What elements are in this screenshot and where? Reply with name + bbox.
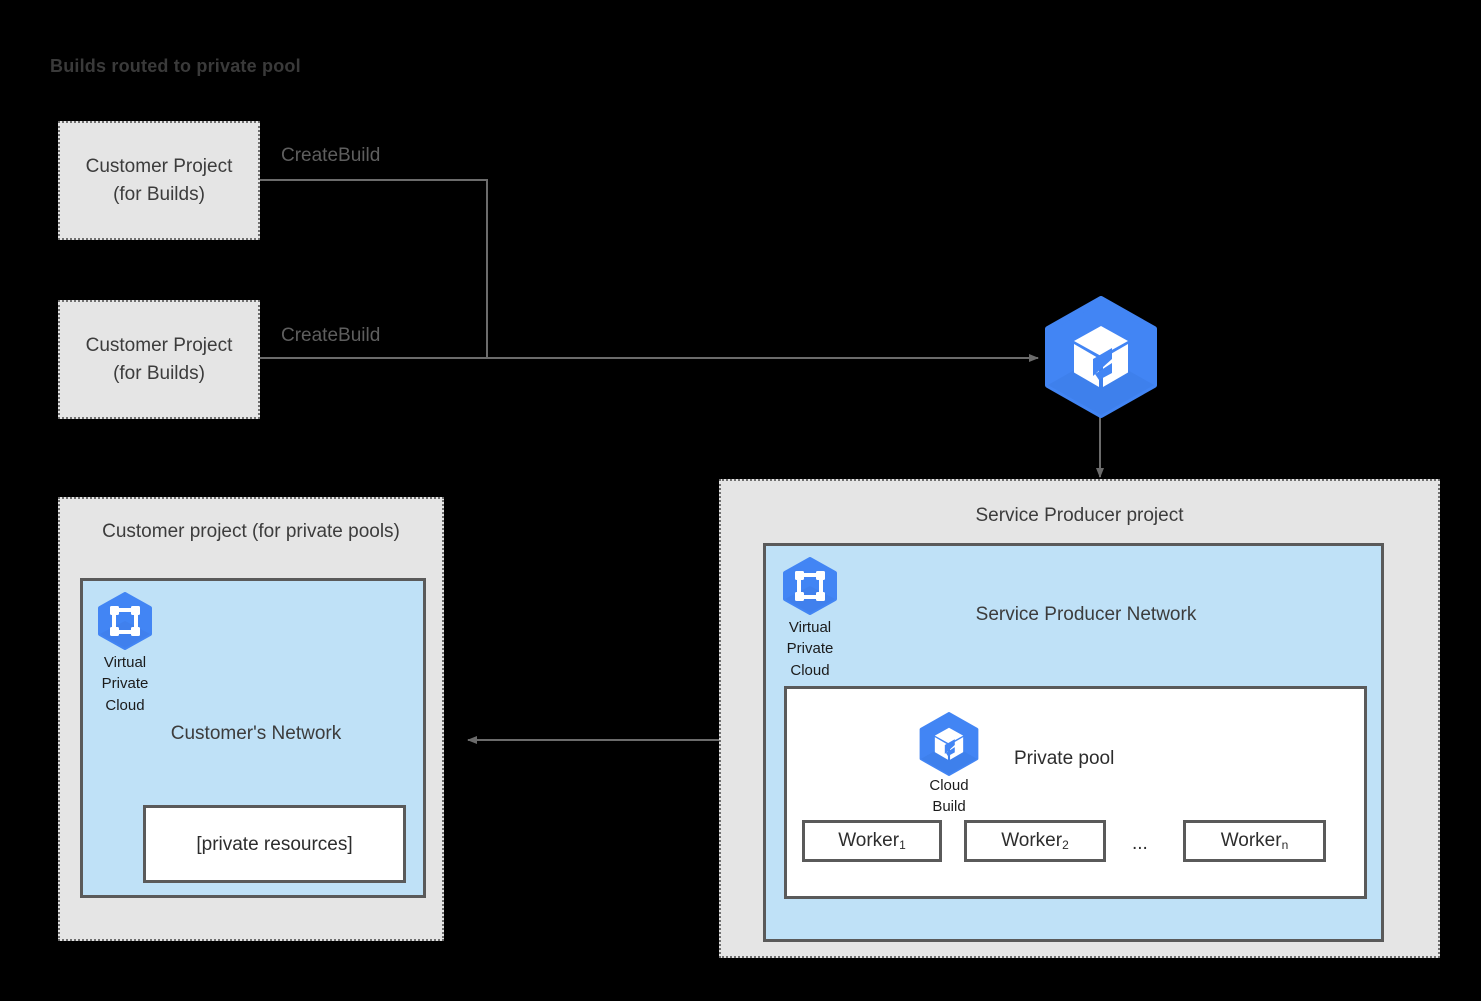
private-pool-title: Private pool <box>1014 748 1115 769</box>
producer-vpc-caption-line3: Cloud <box>790 661 830 679</box>
customers-network-title: Customer's Network <box>170 723 342 744</box>
customer-vpc-caption-line1: Virtual <box>103 654 147 671</box>
virtual-private-cloud-icon[interactable] <box>782 557 838 615</box>
service-producer-network-title: Service Producer Network <box>975 604 1197 625</box>
createbuild-label-2: CreateBuild <box>281 325 381 346</box>
customer-vpc-caption-line3: Cloud <box>105 696 145 714</box>
customer-build-project-1-line1: Customer Project <box>85 155 233 177</box>
customer-build-project-1[interactable]: Customer Project (for Builds) <box>58 121 260 240</box>
customer-vpc-caption-line2: Private <box>101 675 149 693</box>
customers-network-box: Virtual Private Cloud Customer's Network… <box>80 578 426 898</box>
customer-vpc-caption: Virtual Private Cloud <box>86 652 164 716</box>
producer-vpc-caption-line2: Private <box>786 640 834 658</box>
worker-chip-n-sub: n <box>1281 838 1289 852</box>
worker-chip-n-label: Worker <box>1220 830 1282 851</box>
customer-build-project-1-line2: (for Builds) <box>113 183 205 205</box>
createbuild-label-1: CreateBuild <box>281 145 381 166</box>
worker-chip-1-label: Worker <box>838 830 900 851</box>
producer-vpc-caption: Virtual Private Cloud <box>771 617 849 681</box>
cloud-build-icon[interactable] <box>1042 296 1160 418</box>
page-title: Builds routed to private pool <box>50 56 301 76</box>
cloud-build-caption-line2: Build <box>932 798 966 816</box>
worker-chip-1-sub: 1 <box>899 838 906 852</box>
cloud-build-caption-line1: Cloud <box>929 777 969 794</box>
service-producer-panel: Service Producer project Virtual <box>719 479 1440 958</box>
customer-build-project-2-line1: Customer Project <box>85 334 233 356</box>
service-producer-network-box: Virtual Private Cloud Service Producer N… <box>763 543 1384 942</box>
producer-panel-title: Service Producer project <box>975 505 1184 526</box>
virtual-private-cloud-icon[interactable] <box>97 592 153 650</box>
cloud-build-caption: Cloud Build <box>913 775 985 818</box>
customer-build-project-2[interactable]: Customer Project (for Builds) <box>58 300 260 419</box>
worker-chip-2-sub: 2 <box>1062 838 1069 852</box>
cloud-build-icon[interactable] <box>918 712 980 776</box>
worker-chip-2-label: Worker <box>1001 830 1063 851</box>
customer-private-pools-panel: Customer project (for private pools) <box>58 497 444 941</box>
customer-build-project-2-line2: (for Builds) <box>113 362 205 384</box>
producer-vpc-caption-line1: Virtual <box>788 619 832 636</box>
private-resources-box[interactable]: [private resources] <box>143 805 406 883</box>
customer-panel-title: Customer project (for private pools) <box>102 521 400 542</box>
private-resources-label: [private resources] <box>196 834 353 855</box>
workers-ellipsis: ... <box>1132 833 1148 854</box>
